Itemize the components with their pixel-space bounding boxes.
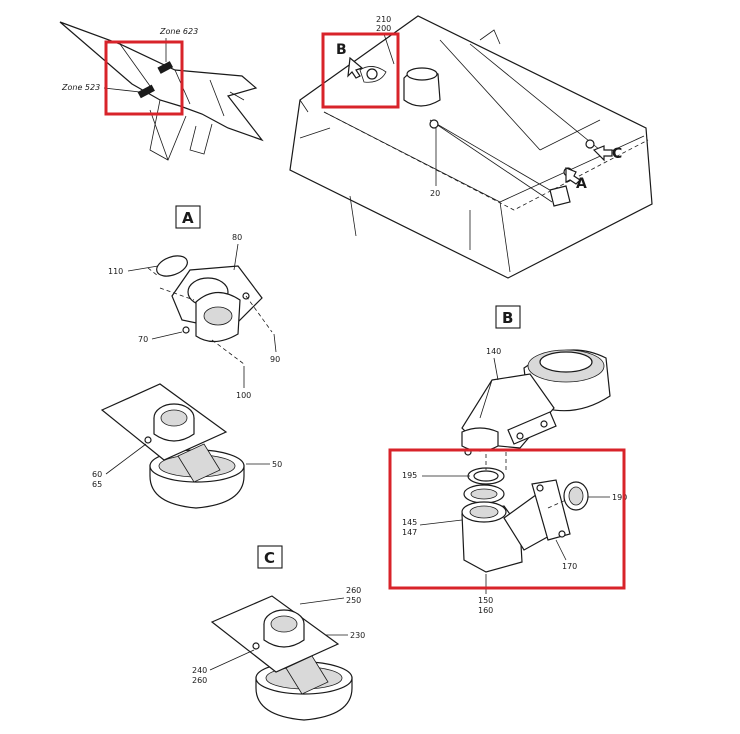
zone-623-marker xyxy=(157,61,174,74)
view-a-cap-assembly xyxy=(100,383,245,509)
callout-b-highlight-box xyxy=(321,32,400,109)
ref-20: 20 xyxy=(430,189,440,198)
zone-523-marker xyxy=(137,84,155,99)
ref-70: 70 xyxy=(138,335,148,344)
ref-147: 147 xyxy=(402,528,417,537)
ref-140: 140 xyxy=(486,347,501,356)
view-b-letter-box xyxy=(495,305,521,329)
ref-145: 145 xyxy=(402,518,417,527)
callout-a: A xyxy=(576,176,587,192)
aircraft-planform xyxy=(59,21,264,161)
ref-80: 80 xyxy=(232,233,242,242)
ref-100: 100 xyxy=(236,391,251,400)
view-b-highlight-box xyxy=(388,448,626,590)
callout-c: C xyxy=(612,146,622,162)
zone-623-label: Zone 623 xyxy=(159,27,198,36)
view-c-cap-assembly xyxy=(210,595,353,721)
view-a-letter: A xyxy=(182,209,194,227)
ref-170: 170 xyxy=(562,562,577,571)
view-c-letter-box xyxy=(257,545,283,569)
ref-50: 50 xyxy=(272,460,282,469)
ref-60: 60 xyxy=(92,470,102,479)
ref-260-upper: 260 xyxy=(346,586,361,595)
ref-200: 200 xyxy=(376,24,391,33)
ref-190: 190 xyxy=(612,493,627,502)
ref-195: 195 xyxy=(402,471,417,480)
view-c-letter: C xyxy=(264,549,275,567)
view-b-lower-assembly xyxy=(461,450,589,573)
ref-160: 160 xyxy=(478,606,493,615)
ref-250: 250 xyxy=(346,596,361,605)
callout-b: B xyxy=(336,42,347,58)
zone-highlight-box xyxy=(104,40,184,116)
view-a-letter-box xyxy=(175,205,201,229)
ref-110: 110 xyxy=(108,267,123,276)
zone-523-label: Zone 523 xyxy=(61,83,100,92)
installation-overview xyxy=(289,15,653,279)
ref-150: 150 xyxy=(478,596,493,605)
ref-90: 90 xyxy=(270,355,280,364)
ref-230: 230 xyxy=(350,631,365,640)
ref-65: 65 xyxy=(92,480,102,489)
ref-210: 210 xyxy=(376,15,391,24)
view-a-assembly xyxy=(147,255,273,365)
ref-260-lower: 260 xyxy=(192,676,207,685)
view-b-upper-assembly xyxy=(461,349,611,456)
view-b-letter: B xyxy=(502,309,513,327)
ref-240: 240 xyxy=(192,666,207,675)
